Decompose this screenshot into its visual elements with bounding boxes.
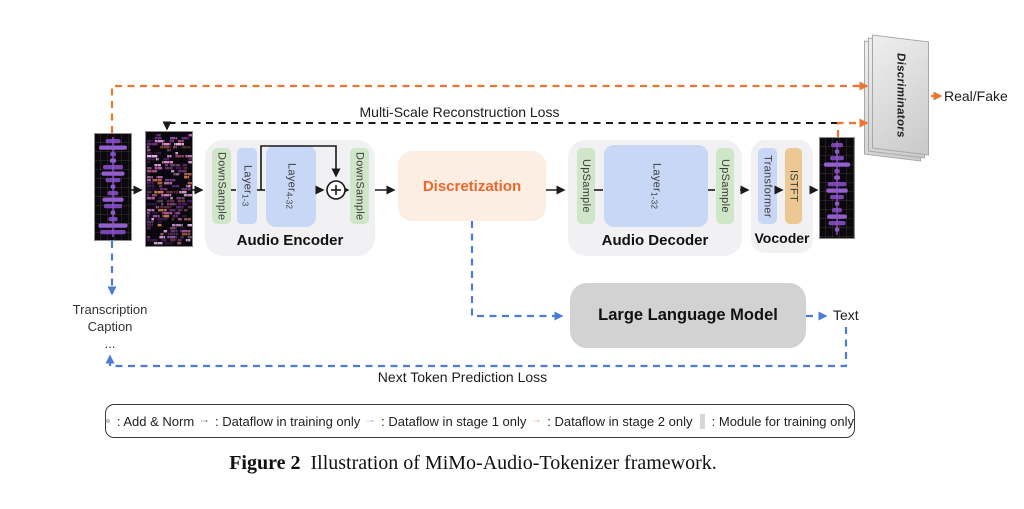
- encoder-layer-front-label: Layer: [241, 165, 254, 195]
- encoder-downsample-out-block: DownSample: [350, 148, 369, 224]
- input-waveform-spectrogram: [94, 133, 132, 241]
- discriminator-panel-front: Discriminators: [872, 34, 929, 156]
- ellipsis-line: ...: [104, 336, 116, 352]
- encoder-downsample-in-label: DownSample: [215, 151, 228, 221]
- add-norm-icon: [106, 419, 110, 423]
- audio-decoder-title: Audio Decoder: [601, 232, 709, 249]
- decoder-upsample-in-label: UpSample: [580, 159, 592, 213]
- decoder-layer1-32-block: Layer1-32: [604, 145, 708, 227]
- input-mel-spectrogram: [145, 131, 193, 247]
- encoder-downsample-in-block: DownSample: [212, 148, 231, 224]
- llm-label: Large Language Model: [598, 306, 778, 324]
- multi-scale-loss-label: Multi-Scale Reconstruction Loss: [359, 104, 560, 120]
- legend-module-label: : Module for training only: [711, 413, 854, 429]
- vocoder-istft-label: ISTFT: [787, 169, 800, 203]
- decoder-upsample-out-label: UpSample: [719, 159, 731, 213]
- discriminators-label: Discriminators: [894, 51, 907, 139]
- audio-encoder-container: DownSample Layer1-3 Layer4-32 DownSample…: [205, 140, 375, 256]
- discretization-block: Discretization: [398, 151, 546, 221]
- legend-box: : Add & Norm : Dataflow in training only…: [105, 404, 855, 438]
- encoder-layer1-3-block: Layer1-3: [237, 148, 257, 224]
- discretization-label: Discretization: [422, 177, 522, 195]
- output-waveform-spectrogram: [819, 137, 855, 239]
- audio-decoder-container: UpSample Layer1-32 UpSample Audio Decode…: [568, 140, 742, 256]
- transcription-line: Transcription: [72, 302, 148, 317]
- text-output-label: Text: [833, 307, 859, 323]
- next-token-loss-label: Next Token Prediction Loss: [377, 369, 548, 385]
- encoder-layer-front-sub: 1-3: [240, 194, 250, 207]
- decoder-upsample-out-block: UpSample: [716, 148, 734, 224]
- legend-stage1-label: : Dataflow in stage 1 only: [381, 413, 527, 429]
- decoder-layer-sub: 1-32: [649, 191, 659, 210]
- vocoder-title: Vocoder: [754, 230, 810, 246]
- transcription-caption-label: Transcription Caption ...: [68, 301, 152, 352]
- legend-training-label: : Dataflow in training only: [215, 413, 361, 429]
- module-swatch-icon: [699, 413, 705, 429]
- stage2-output-to-discriminators-line: [836, 118, 869, 137]
- audio-encoder-title: Audio Encoder: [236, 232, 344, 249]
- figure-caption: Figure 2 Illustration of MiMo-Audio-Token…: [60, 452, 886, 475]
- legend-stage2-label: : Dataflow in stage 2 only: [547, 413, 693, 429]
- encoder-layer4-32-block: Layer4-32: [266, 145, 316, 227]
- vocoder-container: Transformer ISTFT Vocoder: [751, 140, 813, 253]
- vocoder-transformer-block: Transformer: [758, 148, 777, 224]
- decoder-upsample-in-block: UpSample: [577, 148, 595, 224]
- orange-dashed-arrow-icon: [533, 420, 541, 422]
- decoder-layer-label: Layer: [650, 162, 663, 192]
- caption-line: Caption: [87, 319, 133, 335]
- legend-add-norm-label: : Add & Norm: [116, 413, 195, 429]
- encoder-downsample-out-label: DownSample: [353, 151, 366, 221]
- figure-caption-label: Figure 2: [229, 452, 301, 474]
- discretization-to-llm-line: [470, 221, 564, 321]
- encoder-layer-main-sub: 4-32: [284, 191, 294, 210]
- vocoder-transformer-label: Transformer: [761, 154, 774, 218]
- blue-dashed-arrow-icon: [367, 420, 374, 422]
- llm-block: Large Language Model: [570, 283, 806, 348]
- multi-scale-loss-line: [162, 121, 838, 131]
- vocoder-istft-block: ISTFT: [785, 148, 802, 224]
- encoder-layer-main-label: Layer: [285, 162, 298, 192]
- real-fake-label: Real/Fake: [944, 88, 1008, 104]
- figure-caption-text: Illustration of MiMo-Audio-Tokenizer fra…: [310, 452, 717, 474]
- black-dashed-arrow-icon: [201, 420, 208, 422]
